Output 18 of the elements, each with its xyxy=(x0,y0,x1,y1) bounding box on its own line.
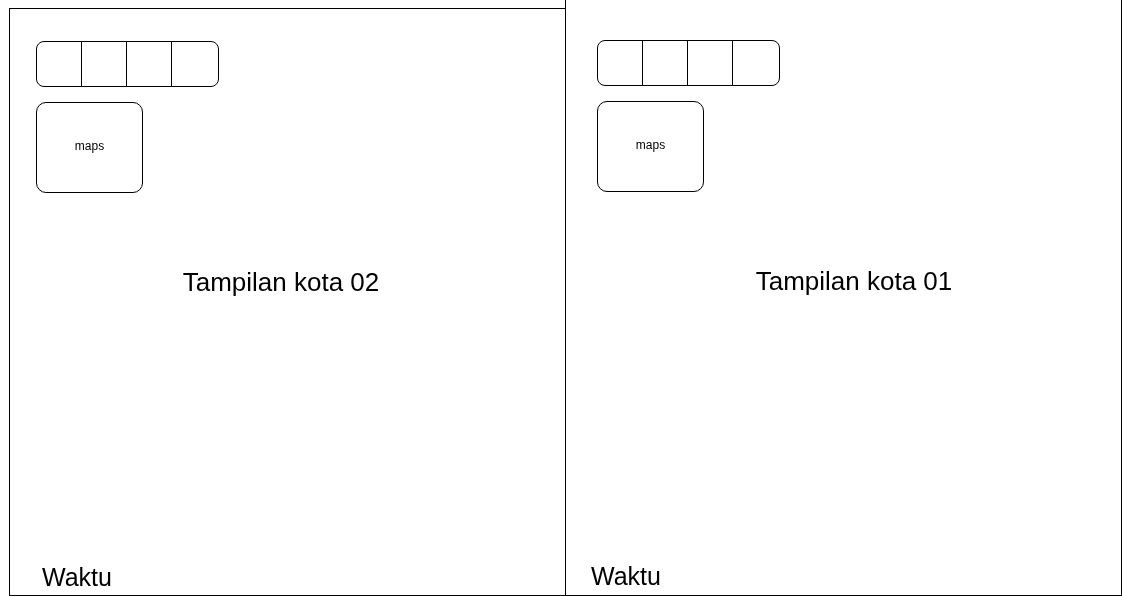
screen-panel xyxy=(565,0,1122,596)
time-label: Waktu xyxy=(42,563,112,592)
map-button xyxy=(597,101,704,192)
screen-title: Tampilan kota 01 xyxy=(754,265,954,298)
tab-segment xyxy=(642,40,688,86)
tab-segment xyxy=(126,41,172,87)
tab-segment xyxy=(171,41,219,87)
screen-title: Tampilan kota 02 xyxy=(181,266,381,299)
tab-segment xyxy=(36,41,82,87)
button-label: maps xyxy=(73,139,106,153)
tab-segment xyxy=(732,40,780,86)
button-label: maps xyxy=(634,138,667,152)
tab-segment xyxy=(81,41,127,87)
map-button xyxy=(36,102,143,193)
tab-segment xyxy=(597,40,643,86)
tab-segment xyxy=(687,40,733,86)
time-label: Waktu xyxy=(591,562,661,591)
screen-panel xyxy=(9,8,566,596)
